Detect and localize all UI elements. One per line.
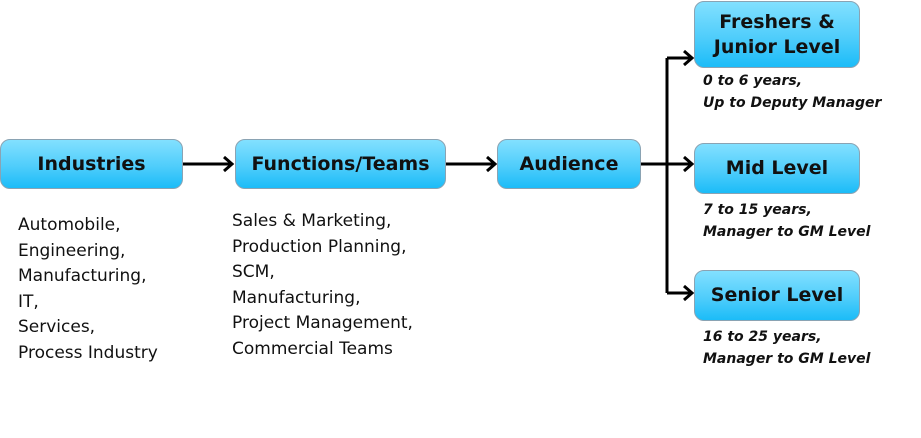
senior-years: 16 to 25 years,	[703, 329, 822, 345]
node-functions-label: Functions/Teams	[251, 152, 430, 175]
list-item: SCM,	[232, 262, 275, 282]
list-item: Manufacturing,	[232, 287, 361, 308]
arrowhead-mid	[683, 155, 695, 173]
functions-list: Sales & Marketing, Production Planning, …	[232, 209, 413, 362]
node-industries: Industries	[0, 139, 183, 189]
mid-years: 7 to 15 years,	[703, 202, 812, 218]
arrowhead-senior	[683, 284, 695, 302]
node-senior-label: Senior Level	[710, 284, 844, 306]
list-item: Sales & Marketing,	[232, 211, 392, 231]
list-item: Process Industry	[18, 342, 158, 363]
list-item: Manufacturing,	[18, 266, 147, 286]
list-item: Services,	[18, 317, 96, 337]
arrowhead-functions	[223, 155, 235, 173]
node-junior-level: Freshers & Junior Level	[694, 1, 860, 68]
node-mid-level: Mid Level	[694, 143, 860, 194]
list-item: Commercial Teams	[232, 338, 393, 359]
node-audience: Audience	[497, 139, 641, 189]
junior-role: Up to Deputy Manager	[703, 95, 882, 111]
senior-level-note: 16 to 25 years, Manager to GM Level	[703, 326, 870, 370]
list-item: Project Management,	[232, 313, 413, 333]
senior-role: Manager to GM Level	[703, 351, 871, 367]
junior-level-note: 0 to 6 years, Up to Deputy Manager	[703, 70, 881, 114]
arrowhead-junior	[683, 49, 695, 67]
list-item: IT,	[18, 291, 39, 312]
node-audience-label: Audience	[519, 152, 619, 175]
node-senior-level: Senior Level	[694, 270, 860, 321]
mid-role: Manager to GM Level	[703, 224, 871, 240]
node-functions-teams: Functions/Teams	[235, 139, 446, 189]
node-junior-label-2: Junior Level	[713, 35, 841, 58]
arrowhead-audience	[486, 155, 498, 173]
list-item: Production Planning,	[232, 236, 407, 257]
junior-years: 0 to 6 years,	[703, 73, 803, 89]
mid-level-note: 7 to 15 years, Manager to GM Level	[703, 199, 870, 243]
node-mid-label: Mid Level	[725, 157, 829, 179]
node-industries-label: Industries	[37, 152, 146, 175]
industries-list: Automobile, Engineering, Manufacturing, …	[18, 213, 158, 366]
list-item: Engineering,	[18, 240, 126, 261]
node-junior-label-1: Freshers &	[719, 10, 835, 33]
list-item: Automobile,	[18, 215, 121, 235]
